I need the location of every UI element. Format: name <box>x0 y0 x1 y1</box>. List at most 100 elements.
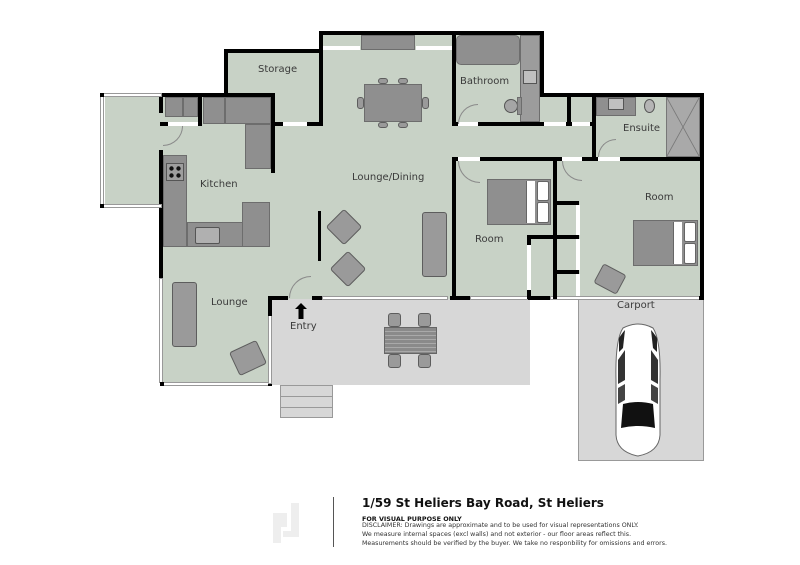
cupboard-door <box>544 122 566 126</box>
door-gap <box>562 157 582 161</box>
footer: 1/59 St Heliers Bay Road, St Heliers FOR… <box>270 495 700 555</box>
dining-table <box>364 84 422 122</box>
wall <box>592 93 596 161</box>
room-label-ensuite: Ensuite <box>623 123 661 134</box>
ensuite-basin-icon <box>608 98 624 110</box>
dining-chair <box>378 78 388 84</box>
wall <box>224 49 323 53</box>
pillow <box>537 202 549 223</box>
deck-steps <box>280 385 333 418</box>
room-label-bathroom: Bathroom <box>460 76 510 87</box>
pillow <box>684 243 696 264</box>
room-label-entry: Entry <box>290 321 317 332</box>
bench-corner <box>242 202 270 247</box>
window <box>416 46 453 50</box>
wall <box>527 235 579 239</box>
wall <box>452 157 456 299</box>
bench-top <box>225 97 271 124</box>
visual-purpose-notice: FOR VISUAL PURPOSE ONLY <box>362 515 462 523</box>
room-label-room-1: Room <box>475 234 504 245</box>
window <box>160 382 272 386</box>
outdoor-chair <box>388 313 401 327</box>
wall <box>268 382 272 386</box>
wall <box>452 31 456 126</box>
disclaimer-line-2: We measure internal spaces (excl walls) … <box>362 531 632 538</box>
step-line <box>280 396 333 397</box>
wall <box>198 93 202 126</box>
wall <box>100 204 104 208</box>
window <box>470 296 530 300</box>
wall <box>224 49 228 94</box>
room-label-storage: Storage <box>258 64 298 75</box>
door-gap <box>458 122 478 126</box>
window <box>323 46 360 50</box>
wall <box>159 93 163 113</box>
wall <box>268 296 288 300</box>
toilet-cistern <box>517 97 522 115</box>
door-gap <box>283 122 307 126</box>
wall <box>312 296 322 300</box>
outdoor-chair <box>418 313 431 327</box>
wall <box>318 211 321 261</box>
window <box>159 278 163 383</box>
wall <box>319 31 323 126</box>
wall <box>319 31 456 35</box>
fridge <box>203 97 225 124</box>
wall <box>452 31 544 35</box>
room-label-lounge: Lounge <box>211 297 248 308</box>
step-line <box>280 407 333 408</box>
bathtub <box>456 35 520 65</box>
dining-chair <box>357 97 364 109</box>
wall <box>450 296 470 300</box>
kitchen-sink-icon <box>195 227 220 244</box>
pillow <box>537 181 549 201</box>
washer <box>183 97 198 117</box>
wall <box>700 93 704 300</box>
side-porch-floor <box>105 95 161 207</box>
logo-icon <box>273 503 301 543</box>
toilet-icon <box>504 99 518 113</box>
property-address: 1/59 St Heliers Bay Road, St Heliers <box>362 496 604 510</box>
ensuite-toilet-icon <box>644 99 655 113</box>
sofa <box>422 212 447 277</box>
cupboard-door <box>572 122 590 126</box>
room-label-kitchen: Kitchen <box>200 179 238 190</box>
dining-chair <box>398 78 408 84</box>
sliding-door <box>322 296 448 300</box>
laundry-tub <box>165 97 183 117</box>
wardrobe-door <box>576 239 580 270</box>
wall <box>528 296 550 300</box>
disclaimer-line-1: DISCLAIMER: Drawings are approximate and… <box>362 522 639 529</box>
sideboard <box>361 35 415 50</box>
door-gap <box>168 122 198 126</box>
pillow <box>684 222 696 242</box>
bed-sheet-fold <box>673 222 682 264</box>
window <box>100 204 162 208</box>
wall <box>540 31 544 96</box>
wall <box>553 157 557 299</box>
footer-divider <box>333 497 334 547</box>
car-icon <box>613 320 663 458</box>
wall <box>100 93 104 97</box>
door-gap <box>458 157 480 161</box>
wall <box>271 93 275 173</box>
wall <box>567 93 571 125</box>
door-gap <box>598 157 620 161</box>
basin-icon <box>523 70 537 84</box>
outdoor-chair <box>418 354 431 368</box>
wall <box>160 122 168 126</box>
entry-arrow-icon <box>295 303 307 319</box>
disclaimer-line-3: Measurements should be verified by the b… <box>362 540 667 547</box>
window <box>100 93 162 97</box>
room-label-lounge-dining: Lounge/Dining <box>352 172 425 183</box>
wall <box>452 122 542 126</box>
room-label-room-2: Room <box>645 192 674 203</box>
dining-chair <box>398 122 408 128</box>
wall <box>159 150 163 278</box>
wall <box>540 93 704 97</box>
outdoor-chair <box>388 354 401 368</box>
bed-sheet-fold <box>526 181 535 223</box>
bench-right <box>245 124 271 169</box>
wall <box>268 296 272 316</box>
wall <box>553 270 579 274</box>
